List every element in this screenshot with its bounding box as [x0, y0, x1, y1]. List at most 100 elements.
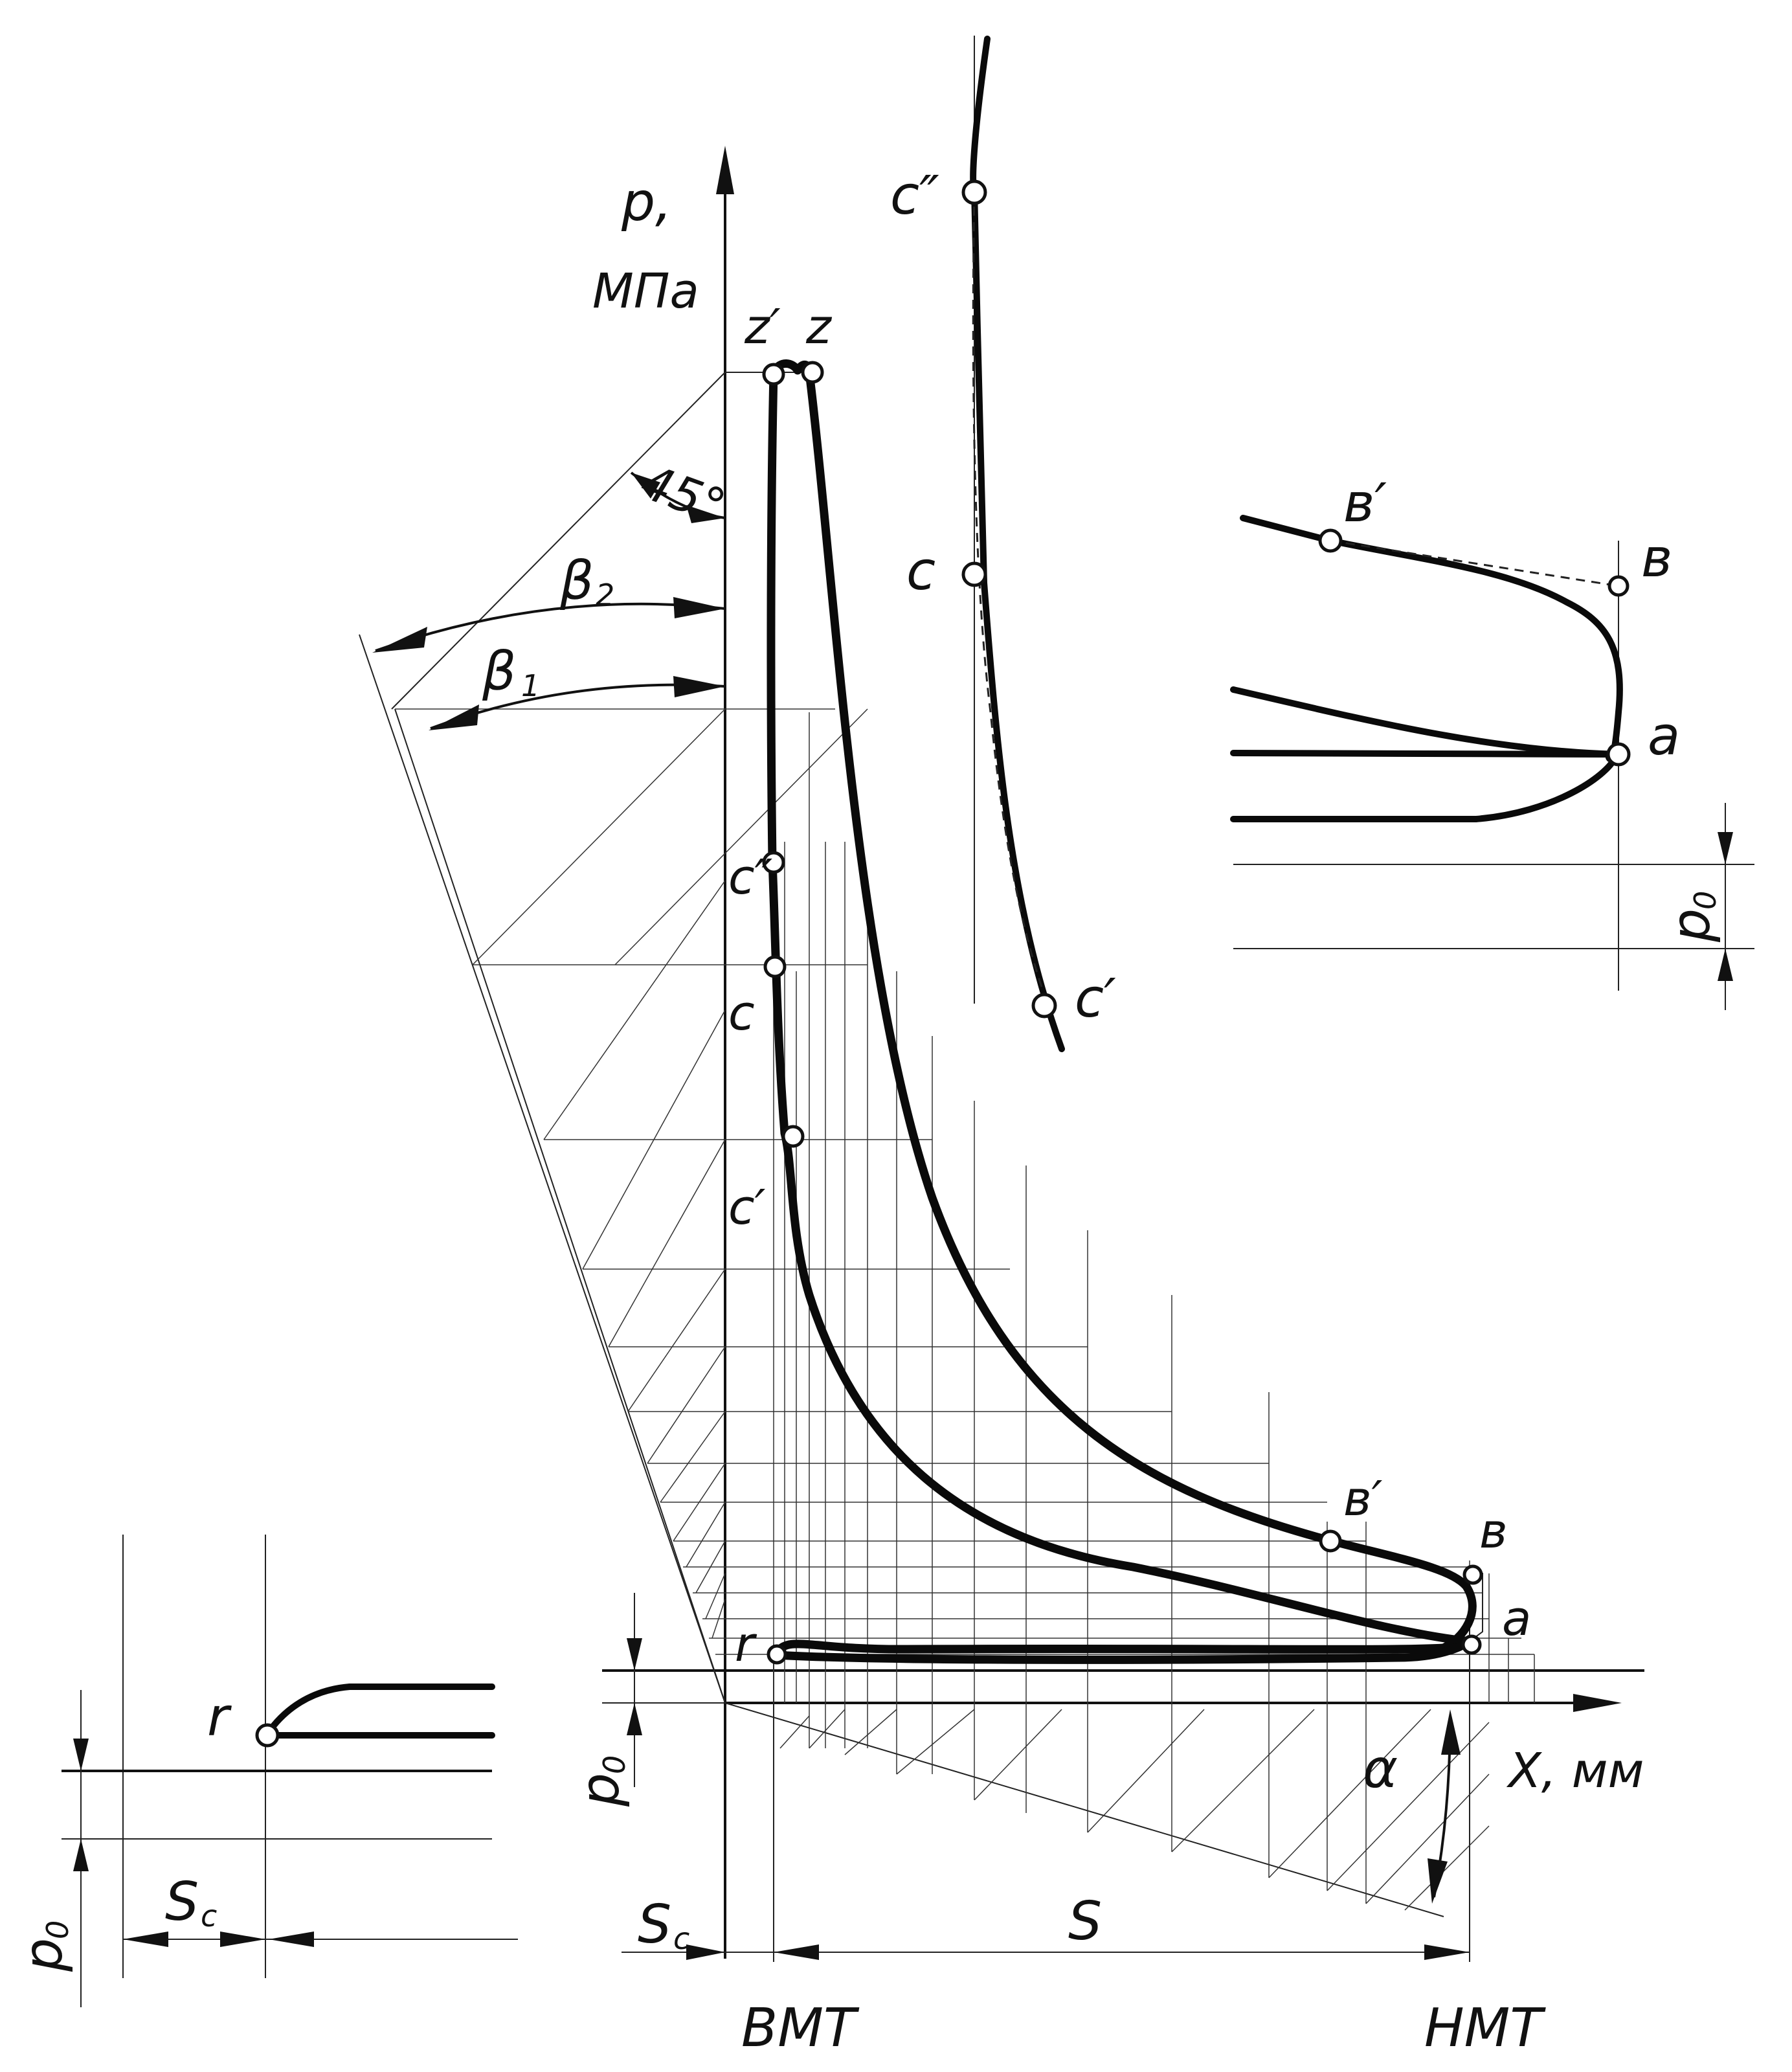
- sc-label: S: [638, 1894, 671, 1955]
- x-axis-arrow: [1573, 1694, 1622, 1712]
- beta2-arc: [375, 602, 726, 652]
- beta2-arrow-right: [673, 597, 725, 618]
- point-a: [1461, 1634, 1482, 1655]
- axis-x-label: X, мм: [1506, 1743, 1644, 1799]
- projector-verticals: [773, 686, 1367, 1904]
- inset-intake-arrow-bottom: [73, 1839, 89, 1871]
- beta1-ray: [394, 708, 726, 1704]
- p-axis-arrow: [716, 146, 734, 194]
- inset-exhaust-line-straight: [1230, 750, 1622, 758]
- inset-intake-p0-sub: 0: [40, 1920, 75, 1939]
- inset-intake-sc-arrow-left: [123, 1931, 168, 1947]
- inset-label-b-prime: в′: [1343, 473, 1387, 534]
- inset-exhaust: в′ в a p 0: [1230, 473, 1754, 1010]
- label-z: z: [805, 299, 833, 355]
- beta2-arrow-left: [372, 627, 427, 653]
- inset-exhaust-p0-sub: 0: [1688, 891, 1723, 910]
- label-b: в: [1479, 1503, 1508, 1559]
- point-c: [763, 955, 787, 978]
- label-r: r: [735, 1617, 757, 1672]
- bmt-label: ВМТ: [741, 1998, 860, 2059]
- beta1-label: β: [482, 641, 516, 703]
- inset-point-r: [255, 1723, 280, 1748]
- inset-exhaust-p0-group: p 0: [1661, 891, 1723, 943]
- inset-label-a: a: [1648, 706, 1680, 767]
- sc-sub: c: [673, 1921, 689, 1956]
- inset-intake-sc-sub: c: [201, 1898, 217, 1933]
- label-c-prime: c′: [728, 1180, 766, 1235]
- inset-intake-upper-line: [265, 1684, 495, 1735]
- inset-label-c: c: [906, 541, 935, 602]
- stroke-label: S: [1068, 1891, 1102, 1952]
- inset-intake-sc-label: S: [165, 1871, 199, 1933]
- inset-point-b: [1607, 575, 1630, 597]
- point-z-prime: [762, 363, 785, 386]
- alpha-ray: [724, 1702, 1444, 1917]
- inset-exhaust-dashed: [1330, 539, 1619, 587]
- p0-label: p: [570, 1773, 631, 1807]
- p0-label-group: p 0: [570, 1755, 632, 1807]
- inset-exhaust-arrow-bottom: [1718, 949, 1733, 981]
- beta1-arrow-left: [429, 704, 479, 730]
- projector-horizontals: [395, 708, 1535, 1703]
- inset-intake-sc-arrow-right: [220, 1931, 265, 1947]
- inset-combustion-curve: [970, 36, 1065, 1052]
- s-arrow-left: [774, 1944, 819, 1960]
- inset-point-c-double: [961, 179, 987, 205]
- inset-intake-p0-group: p 0: [13, 1920, 75, 1972]
- s-arrow-right: [1424, 1944, 1470, 1960]
- alpha-label: α: [1363, 1739, 1398, 1800]
- angle-45-label: 45°: [634, 454, 733, 535]
- inset-label-c-prime: c′: [1075, 968, 1116, 1030]
- inset-intake-p0-label: p: [13, 1938, 74, 1972]
- compression-curve: [767, 368, 1474, 1646]
- inset-combustion-dashed: [972, 190, 1050, 1008]
- inset-exhaust-curve-upper: [1240, 515, 1623, 763]
- point-r: [767, 1644, 787, 1665]
- point-c-prime: [781, 1125, 805, 1148]
- alpha-arrow-bottom: [1428, 1858, 1448, 1904]
- label-c-double: c″: [728, 850, 773, 905]
- point-c-double: [762, 851, 785, 874]
- z-top-45: [391, 372, 726, 710]
- intake-line: [772, 1637, 1474, 1664]
- axis-p-unit: МПа: [592, 264, 699, 319]
- beta2-sub: 2: [596, 578, 614, 613]
- p0-dim-arrow-top: [627, 1638, 642, 1671]
- inset-label-c-double: c″: [890, 165, 939, 227]
- p0-sub: 0: [597, 1755, 632, 1774]
- point-b-prime: [1319, 1529, 1342, 1553]
- point-b: [1462, 1564, 1483, 1585]
- beta2-label: β: [559, 550, 594, 612]
- beta1-sub: 1: [521, 668, 540, 703]
- exhaust-line: [772, 1639, 1448, 1657]
- label-c: c: [728, 985, 755, 1041]
- inset-exhaust-p0-label: p: [1661, 908, 1722, 943]
- inset-exhaust-curve-lower: [1230, 754, 1618, 822]
- inset-point-b-prime: [1318, 528, 1343, 553]
- inset-point-c-prime: [1031, 993, 1057, 1019]
- beta2-ray: [359, 634, 726, 1704]
- angle-45-arrow: [686, 505, 725, 523]
- expansion-curve: [805, 368, 1477, 1652]
- inset-point-c: [961, 561, 987, 587]
- inset-exhaust-arrow-top: [1718, 832, 1733, 864]
- angle-45-arrow-2: [631, 473, 660, 499]
- inset-intake-sc-arrow-right-ext: [269, 1931, 314, 1947]
- inset-intake-arrow-top: [73, 1739, 89, 1771]
- alpha-arrow-top: [1441, 1709, 1461, 1755]
- main-diagram: p, МПа X, мм ВМТ НМТ S S c p 0 45° β 2 β…: [359, 146, 1644, 2059]
- inset-point-a: [1606, 742, 1631, 767]
- p0-dim-arrow-bottom: [627, 1703, 642, 1735]
- inset-label-b: в: [1641, 528, 1672, 589]
- label-z-prime: z′: [744, 299, 781, 355]
- projector-diagonals: [472, 708, 1490, 1911]
- nmt-label: НМТ: [1424, 1998, 1546, 2059]
- axis-p-label: p,: [621, 172, 672, 233]
- label-b-prime: в′: [1343, 1471, 1383, 1527]
- sc-arrow-left: [686, 1944, 725, 1960]
- inset-exhaust-curve-mid: [1230, 686, 1622, 758]
- inset-intake: r S c p 0: [13, 1535, 518, 2007]
- label-a: a: [1502, 1591, 1531, 1647]
